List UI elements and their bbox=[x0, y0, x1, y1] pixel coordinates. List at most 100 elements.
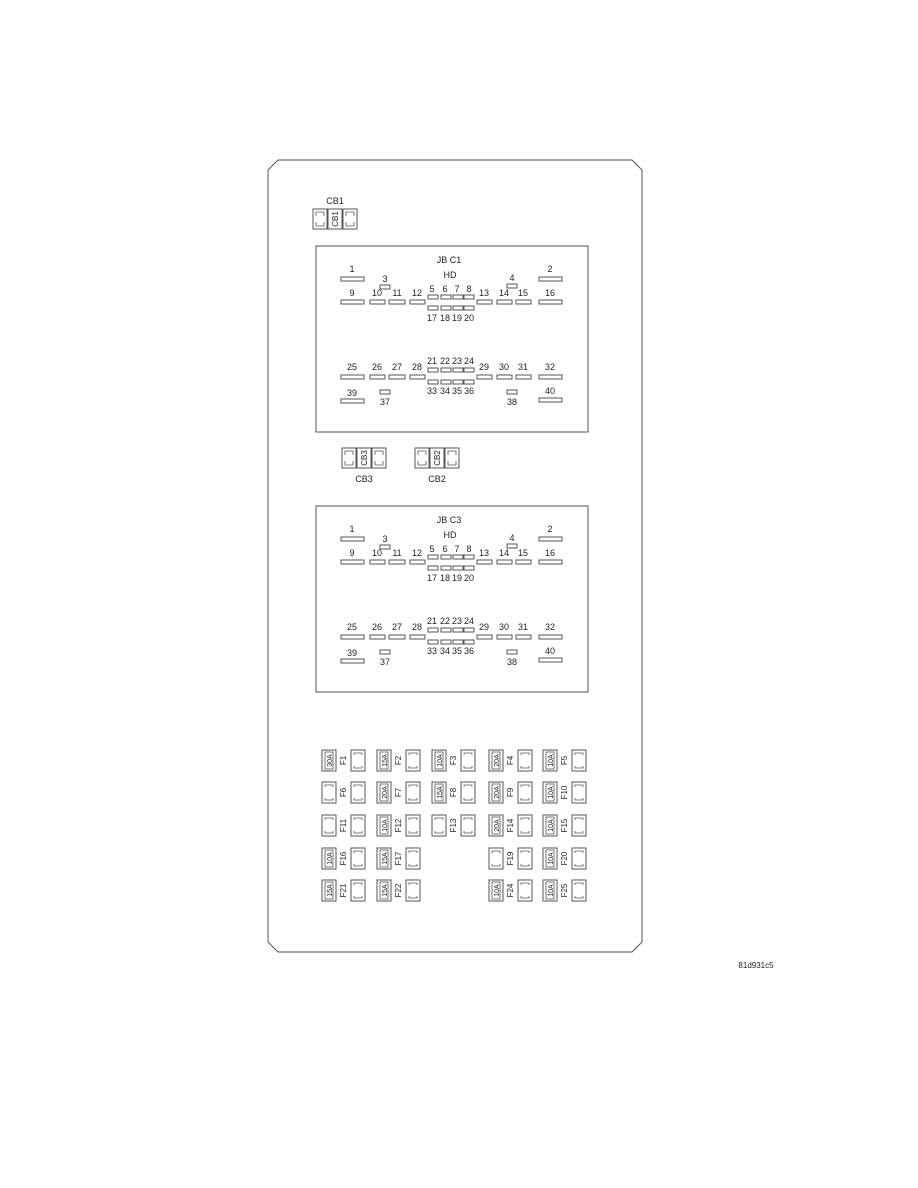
connector-pin[interactable]: 15 bbox=[515, 288, 532, 305]
connector-pin[interactable]: 35 bbox=[452, 379, 464, 396]
connector-pin[interactable]: 3 bbox=[379, 534, 391, 550]
connector-pin[interactable]: 38 bbox=[506, 389, 518, 407]
connector-pin[interactable]: 20 bbox=[463, 305, 475, 323]
connector-pin[interactable]: 33 bbox=[427, 639, 439, 656]
connector-pin[interactable]: 26 bbox=[369, 362, 386, 380]
connector-pin[interactable]: 24 bbox=[463, 356, 475, 373]
connector-pin[interactable]: 10 bbox=[369, 548, 386, 565]
connector-pin[interactable]: 18 bbox=[440, 565, 452, 583]
connector-pin[interactable]: 38 bbox=[506, 649, 518, 667]
connector-pin[interactable]: 1 bbox=[340, 264, 365, 282]
connector-pin[interactable]: 1 bbox=[340, 524, 365, 542]
connector-pin[interactable]: 13 bbox=[476, 288, 493, 305]
connector-pin[interactable]: 37 bbox=[379, 389, 391, 407]
connector-pin[interactable]: 21 bbox=[427, 356, 439, 373]
connector-pin[interactable]: 17 bbox=[427, 305, 439, 323]
connector-pin[interactable]: 5 bbox=[427, 284, 439, 300]
connector-pin[interactable]: 2 bbox=[538, 264, 563, 282]
connector-pin[interactable]: 11 bbox=[388, 548, 406, 565]
connector-pin[interactable]: 6 bbox=[440, 544, 452, 560]
connector-pin[interactable]: 18 bbox=[440, 305, 452, 323]
connector-pin[interactable]: 23 bbox=[452, 616, 464, 633]
connector-pin[interactable]: 16 bbox=[538, 288, 563, 305]
connector-pin[interactable]: 7 bbox=[452, 284, 464, 300]
connector-pin[interactable]: 33 bbox=[427, 379, 439, 396]
fuse-f19[interactable]: F19 bbox=[488, 847, 533, 870]
connector-pin[interactable]: 11 bbox=[388, 288, 406, 305]
connector-pin[interactable]: 34 bbox=[440, 639, 452, 656]
connector-pin[interactable]: 6 bbox=[440, 284, 452, 300]
connector-pin[interactable]: 25 bbox=[340, 362, 365, 380]
connector-pin[interactable]: 13 bbox=[476, 548, 493, 565]
connector-pin[interactable]: 37 bbox=[379, 649, 391, 667]
connector-pin[interactable]: 28 bbox=[409, 362, 426, 380]
connector-pin[interactable]: 34 bbox=[440, 379, 452, 396]
connector-pin[interactable]: 12 bbox=[409, 288, 426, 305]
connector-pin[interactable]: 19 bbox=[452, 305, 464, 323]
connector-pin[interactable]: 9 bbox=[340, 288, 365, 305]
connector-pin[interactable]: 12 bbox=[409, 548, 426, 565]
connector-pin[interactable]: 19 bbox=[452, 565, 464, 583]
connector-pin[interactable]: 32 bbox=[538, 362, 563, 380]
connector-pin[interactable]: 14 bbox=[496, 548, 513, 565]
connector-pin[interactable]: 22 bbox=[440, 356, 452, 373]
connector-pin[interactable]: 8 bbox=[463, 544, 475, 560]
connector-pin[interactable]: 3 bbox=[379, 274, 391, 290]
connector-pin[interactable]: 26 bbox=[369, 622, 386, 640]
connector-pin[interactable]: 22 bbox=[440, 616, 452, 633]
connector-pin[interactable]: 40 bbox=[538, 646, 563, 663]
connector-pin[interactable]: 20 bbox=[463, 565, 475, 583]
connector-pin[interactable]: 9 bbox=[340, 548, 365, 565]
connector-pin[interactable]: 30 bbox=[496, 362, 513, 380]
connector-pin[interactable]: 28 bbox=[409, 622, 426, 640]
connector-pin[interactable]: 31 bbox=[515, 362, 532, 380]
connector-pin[interactable]: 36 bbox=[463, 639, 475, 656]
fuse-f11[interactable]: F11 bbox=[321, 814, 366, 837]
connector-pin[interactable]: 15 bbox=[515, 548, 532, 565]
connector-pin[interactable]: 2 bbox=[538, 524, 563, 542]
connector-pin[interactable]: 14 bbox=[496, 288, 513, 305]
connector-pin[interactable]: 36 bbox=[463, 379, 475, 396]
connector-pin[interactable]: 10 bbox=[369, 288, 386, 305]
connector-pin[interactable]: 24 bbox=[463, 616, 475, 633]
connector-pin[interactable]: 21 bbox=[427, 616, 439, 633]
connector-pin[interactable]: 29 bbox=[476, 362, 493, 380]
connector-pin[interactable]: 35 bbox=[452, 639, 464, 656]
fuse-f13[interactable]: F13 bbox=[431, 814, 476, 837]
connector-pin[interactable]: 39 bbox=[340, 648, 365, 664]
connector-pin[interactable]: 40 bbox=[538, 386, 563, 403]
connector-pin[interactable]: 32 bbox=[538, 622, 563, 640]
connector-pin[interactable]: 17 bbox=[427, 565, 439, 583]
connector-pin[interactable]: 27 bbox=[388, 622, 406, 640]
connector-pin[interactable]: 29 bbox=[476, 622, 493, 640]
connector-pin[interactable]: 39 bbox=[340, 388, 365, 404]
fuse-f6[interactable]: F6 bbox=[321, 781, 366, 804]
connector-pin[interactable]: 30 bbox=[496, 622, 513, 640]
connector-pin[interactable]: 27 bbox=[388, 362, 406, 380]
connector-pin[interactable]: 23 bbox=[452, 356, 464, 373]
connector-pin[interactable]: 4 bbox=[506, 273, 518, 289]
connector-pin[interactable]: 7 bbox=[452, 544, 464, 560]
